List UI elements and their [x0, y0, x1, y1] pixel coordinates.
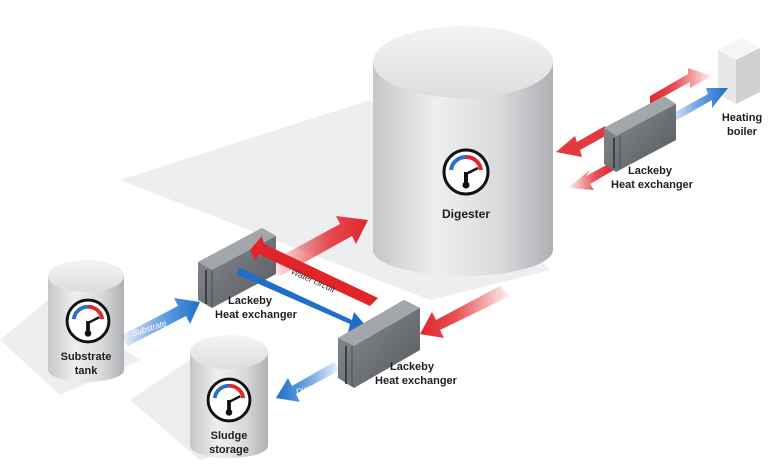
thermometer-gauge-icon: [206, 377, 252, 423]
hot-return-arrow: [650, 68, 712, 104]
substrate-arrow: [120, 298, 200, 346]
heating-boiler: [718, 38, 760, 104]
hot-to-digester-arrow: [556, 126, 609, 157]
substrate-tank-label-line1: Substrate: [61, 351, 112, 363]
heating-boiler-label-line1: Heating: [722, 112, 762, 124]
digester-label: Digester: [442, 207, 490, 221]
thermometer-gauge-icon: [442, 148, 490, 196]
left-hx-label-line2: Heat exchanger: [215, 309, 298, 321]
water-circuit-arrows: [236, 236, 378, 332]
digestate-arrow: [276, 362, 340, 402]
heating-boiler-label-line2: boiler: [727, 126, 758, 138]
sludge-storage-label-line1: Sludge: [211, 430, 248, 442]
cold-supply-arrow: [668, 88, 728, 124]
substrate-tank-label-line2: tank: [75, 365, 99, 377]
substrate-flow-label: Substrate: [130, 318, 168, 339]
bottom-hx-label-line1: Lackeby: [390, 361, 435, 373]
thermometer-gauge-icon: [65, 298, 111, 344]
water-circuit-hot-arrow: [250, 236, 378, 306]
boiler-loop-arrows: [556, 68, 728, 190]
top-hx-label-line2: Heat exchanger: [611, 179, 694, 191]
bottom-hx-label-line2: Heat exchanger: [375, 375, 458, 387]
top-heat-exchanger: [604, 96, 676, 172]
water-circuit-cold-arrow: [236, 268, 366, 332]
bottom-heat-exchanger: [338, 300, 420, 388]
left-hx-label-line1: Lackeby: [228, 295, 273, 307]
sludge-storage-label-line2: storage: [209, 444, 249, 456]
top-hx-label-line1: Lackeby: [628, 165, 673, 177]
digester-gauge: [442, 148, 490, 196]
digester-to-hx-arrow: [420, 286, 510, 338]
hot-from-digester-arrow: [568, 162, 614, 190]
